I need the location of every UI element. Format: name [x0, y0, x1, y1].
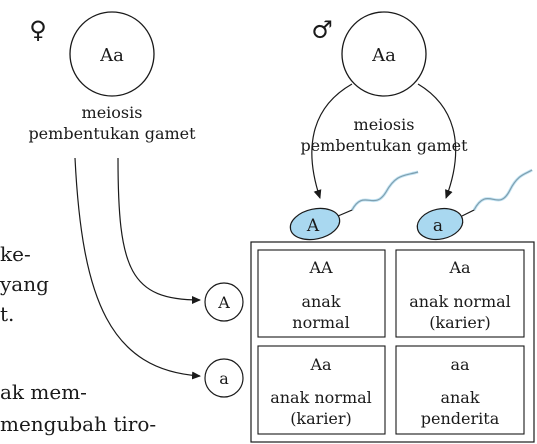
- male-arrow-left: [311, 83, 353, 199]
- female-symbol: ♀: [29, 16, 47, 44]
- sperm-A: A: [289, 170, 419, 241]
- sperm-A-tail: [337, 171, 419, 217]
- female-arrow-to-A: [117, 157, 201, 304]
- punnett-cell-AA-line1: anak: [301, 292, 340, 311]
- punnett-cell-Aa-top-genotype: Aa: [448, 258, 471, 277]
- female-parent-circle: [69, 11, 155, 97]
- sperm-a-head: [416, 207, 464, 241]
- female-process-line1: meiosis: [82, 103, 143, 122]
- male-process-line1: meiosis: [354, 115, 415, 134]
- egg-a-label: a: [219, 369, 229, 388]
- punnett-cell-Aa-top-line1: anak normal: [409, 292, 511, 311]
- egg-A-label: A: [217, 293, 230, 312]
- sperm-A-label: A: [306, 216, 320, 236]
- punnett-cell-aa-genotype: aa: [450, 355, 470, 374]
- sperm-A-tail-fill: [350, 170, 419, 211]
- punnett-cell-AA-line2: normal: [292, 313, 349, 332]
- side-text-line1: ke-: [0, 242, 31, 266]
- male-arrow-right: [417, 83, 457, 199]
- egg-A-circle: [204, 282, 244, 322]
- punnett-cell-aa: [395, 345, 525, 435]
- side-text-line4: ak mem-: [0, 380, 87, 404]
- punnett-cell-Aa-bottom-genotype: Aa: [309, 355, 332, 374]
- punnett-cell-Aa-bottom: [257, 345, 386, 435]
- side-text-line3: t.: [0, 302, 15, 326]
- punnett-cell-Aa-bottom-line1: anak normal: [270, 388, 372, 407]
- sperm-A-head: [289, 207, 341, 241]
- female-genotype: Aa: [99, 45, 124, 66]
- punnett-cell-Aa-top: [395, 249, 525, 338]
- punnett-cell-AA: [257, 249, 386, 338]
- side-text-line2: yang: [0, 272, 49, 296]
- male-process-line2: pembentukan gamet: [300, 136, 468, 155]
- male-symbol: ♂: [311, 16, 333, 44]
- side-text-line5: mengubah tiro-: [0, 412, 157, 436]
- female-process-line2: pembentukan gamet: [28, 124, 196, 143]
- punnett-cell-AA-genotype: AA: [308, 258, 333, 277]
- punnett-cell-Aa-bottom-line2: (karier): [290, 409, 352, 428]
- punnett-cell-aa-line2: penderita: [421, 409, 500, 428]
- sperm-a-label: a: [433, 216, 443, 236]
- egg-a-circle: [204, 358, 244, 398]
- sperm-a: a: [416, 168, 533, 241]
- male-parent-circle: [341, 11, 427, 97]
- punnett-cell-aa-line1: anak: [440, 388, 479, 407]
- punnett-cell-Aa-top-line2: (karier): [429, 313, 491, 332]
- sperm-a-tail-fill: [472, 168, 533, 211]
- male-genotype: Aa: [371, 45, 396, 66]
- female-arrow-to-a: [74, 157, 201, 380]
